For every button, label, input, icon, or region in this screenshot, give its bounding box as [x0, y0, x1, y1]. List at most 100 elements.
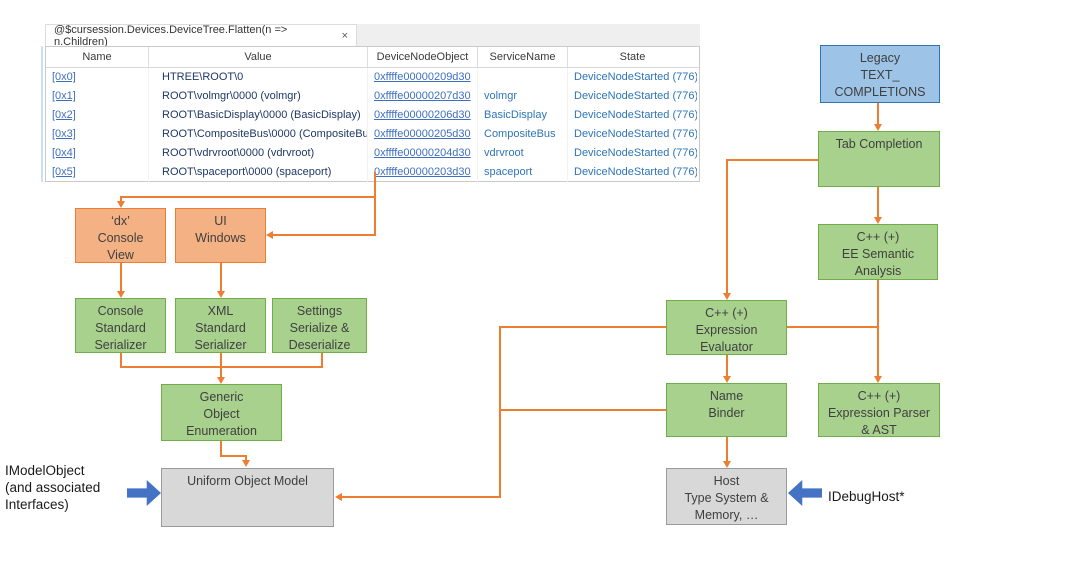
- arrowhead-down-icon: [874, 124, 882, 131]
- box-generic-object-enumeration: Generic Object Enumeration: [161, 384, 282, 441]
- arrowhead-down-icon: [217, 291, 225, 298]
- row-servicename: [478, 68, 568, 87]
- box-host-type-system: Host Type System & Memory, …: [666, 468, 787, 525]
- connector-line: [787, 326, 879, 328]
- connector-line: [727, 159, 818, 161]
- row-state: DeviceNodeStarted (776): [574, 147, 697, 159]
- table-row: [0x0] HTREE\ROOT\0 0xffffe00000209d30 De…: [46, 68, 699, 87]
- arrowhead-down-icon: [217, 377, 225, 384]
- row-name-link[interactable]: [0x5]: [52, 166, 76, 178]
- arrowhead-down-icon: [874, 376, 882, 383]
- arrowhead-left-icon: [266, 231, 273, 239]
- row-state: DeviceNodeStarted (776): [574, 166, 697, 178]
- connector-line: [877, 187, 879, 218]
- connector-line: [877, 280, 879, 377]
- box-tab-completion: Tab Completion: [818, 131, 940, 187]
- connector-line: [220, 441, 222, 457]
- connector-line: [120, 196, 376, 198]
- row-state: DeviceNodeStarted (776): [574, 128, 697, 140]
- row-value: ROOT\spaceport\0000 (spaceport): [149, 163, 368, 182]
- row-value: ROOT\BasicDisplay\0000 (BasicDisplay): [149, 106, 368, 125]
- row-state: DeviceNodeStarted (776): [574, 90, 697, 102]
- column-header-state: State: [619, 51, 646, 63]
- row-servicename: volmgr: [478, 87, 568, 106]
- watch-tab[interactable]: @$cursession.Devices.DeviceTree.Flatten(…: [45, 23, 357, 48]
- tab-close-icon[interactable]: ×: [341, 29, 348, 42]
- connector-line: [877, 103, 879, 125]
- connector-line: [120, 263, 122, 292]
- watch-tab-title: @$cursession.Devices.DeviceTree.Flatten(…: [54, 23, 288, 48]
- row-servicename: spaceport: [478, 163, 568, 182]
- table-row: [0x1] ROOT\volmgr\0000 (volmgr) 0xffffe0…: [46, 87, 699, 106]
- device-tree-table: Name Value DeviceNodeObject ServiceName …: [45, 46, 700, 182]
- arrowhead-left-icon: [335, 493, 342, 501]
- box-expression-evaluator: C++ (+) Expression Evaluator: [666, 300, 787, 355]
- row-servicename: BasicDisplay: [478, 106, 568, 125]
- box-xml-standard-serializer: XML Standard Serializer: [175, 298, 266, 353]
- connector-line: [120, 353, 122, 368]
- connector-line: [245, 455, 247, 461]
- row-name-link[interactable]: [0x3]: [52, 128, 76, 140]
- row-devicenode-link[interactable]: 0xffffe00000205d30: [374, 128, 471, 140]
- row-devicenode-link[interactable]: 0xffffe00000204d30: [374, 147, 471, 159]
- row-name-link[interactable]: [0x4]: [52, 147, 76, 159]
- table-header-row: Name Value DeviceNodeObject ServiceName …: [46, 47, 699, 68]
- row-name-link[interactable]: [0x0]: [52, 71, 76, 83]
- table-row: [0x5] ROOT\spaceport\0000 (spaceport) 0x…: [46, 163, 699, 182]
- connector-line: [374, 196, 376, 236]
- row-name-link[interactable]: [0x2]: [52, 109, 76, 121]
- box-legacy-text-completions: Legacy TEXT_ COMPLETIONS: [820, 45, 940, 103]
- connector-line: [499, 326, 501, 498]
- row-devicenode-link[interactable]: 0xffffe00000203d30: [374, 166, 471, 178]
- connector-line: [220, 455, 247, 457]
- arrowhead-down-icon: [117, 201, 125, 208]
- arrowhead-down-icon: [723, 293, 731, 300]
- window-edge-strip: [41, 46, 43, 182]
- row-value: HTREE\ROOT\0: [149, 68, 368, 87]
- row-devicenode-link[interactable]: 0xffffe00000206d30: [374, 109, 471, 121]
- connector-line: [220, 353, 222, 377]
- connector-line: [500, 326, 666, 328]
- box-dx-console-view: ‘dx’ Console View: [75, 208, 166, 263]
- box-name-binder: Name Binder: [666, 383, 787, 437]
- connector-line: [273, 234, 376, 236]
- row-devicenode-link[interactable]: 0xffffe00000207d30: [374, 90, 471, 102]
- row-value: ROOT\volmgr\0000 (volmgr): [149, 87, 368, 106]
- box-uniform-object-model: Uniform Object Model: [161, 468, 334, 527]
- arrowhead-down-icon: [874, 217, 882, 224]
- row-state: DeviceNodeStarted (776): [574, 109, 697, 121]
- table-row: [0x4] ROOT\vdrvroot\0000 (vdrvroot) 0xff…: [46, 144, 699, 163]
- table-row: [0x3] ROOT\CompositeBus\0000 (CompositeB…: [46, 125, 699, 144]
- box-ui-windows: UI Windows: [175, 208, 266, 263]
- column-header-value: Value: [149, 47, 368, 67]
- arrowhead-down-icon: [723, 461, 731, 468]
- row-servicename: vdrvroot: [478, 144, 568, 163]
- row-value: ROOT\vdrvroot\0000 (vdrvroot): [149, 144, 368, 163]
- connector-line: [321, 353, 323, 368]
- row-devicenode-link[interactable]: 0xffffe00000209d30: [374, 71, 471, 83]
- arrowhead-down-icon: [117, 291, 125, 298]
- row-name-link[interactable]: [0x1]: [52, 90, 76, 102]
- connector-line: [120, 198, 122, 202]
- box-ee-semantic-analysis: C++ (+) EE Semantic Analysis: [818, 224, 938, 280]
- box-console-standard-serializer: Console Standard Serializer: [75, 298, 166, 353]
- column-header-name: Name: [46, 47, 149, 67]
- table-row: [0x2] ROOT\BasicDisplay\0000 (BasicDispl…: [46, 106, 699, 125]
- connector-line: [726, 355, 728, 377]
- connector-line: [220, 263, 222, 292]
- imodelobject-label: IModelObject (and associated Interfaces): [5, 463, 101, 512]
- row-state: DeviceNodeStarted (776): [574, 71, 697, 83]
- connector-line: [342, 496, 500, 498]
- imodelobject-block-arrow-icon: [127, 480, 161, 506]
- box-expression-parser-ast: C++ (+) Expression Parser & AST: [818, 383, 940, 437]
- column-header-devicenodeobject: DeviceNodeObject: [368, 47, 478, 67]
- connector-line: [500, 409, 666, 411]
- box-settings-serialize-deserialize: Settings Serialize & Deserialize: [272, 298, 367, 353]
- connector-line: [374, 172, 376, 197]
- row-servicename: CompositeBus: [478, 125, 568, 144]
- arrowhead-down-icon: [242, 460, 250, 467]
- column-header-servicename: ServiceName: [478, 47, 568, 67]
- idebughost-block-arrow-icon: [788, 480, 822, 506]
- row-value: ROOT\CompositeBus\0000 (CompositeBus): [149, 125, 368, 144]
- connector-line: [726, 159, 728, 294]
